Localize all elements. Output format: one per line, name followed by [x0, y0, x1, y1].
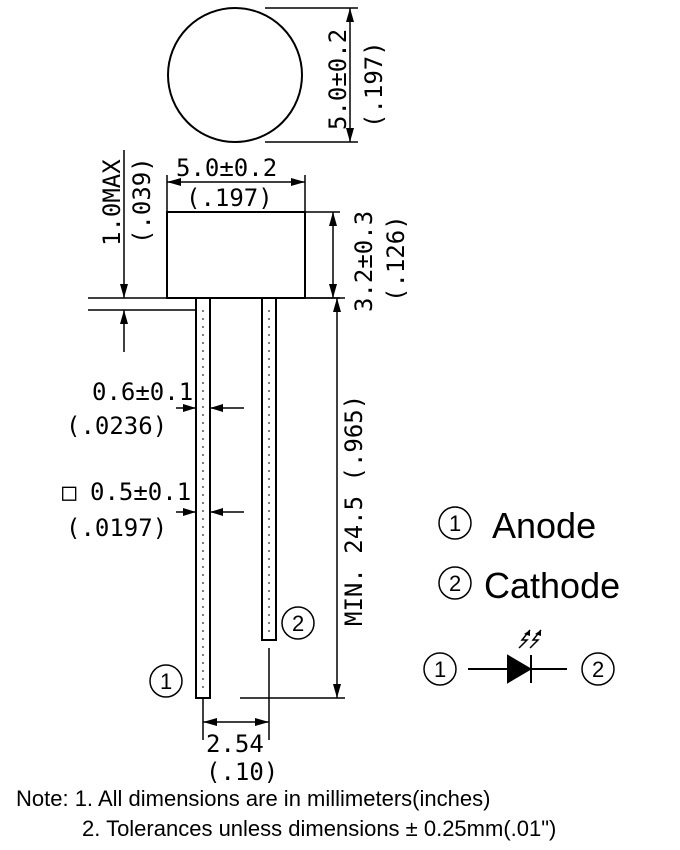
lead-sq-in: (.0197): [66, 514, 167, 542]
width-arrow-left: [167, 178, 181, 186]
lead-dia-mm: 0.6±0.1: [92, 378, 193, 406]
symbol-cathode-circle: [581, 652, 615, 686]
legend-cathode-label: Cathode: [484, 565, 620, 606]
diameter-arrow-top: [346, 8, 354, 22]
legend-cathode-circle: [438, 566, 472, 600]
height-arrow-top: [329, 212, 337, 226]
body-width-in: (.197): [186, 184, 273, 212]
pitch-in: (.10): [206, 758, 278, 786]
flange-in: (.039): [128, 157, 156, 244]
note-line-1: Note: 1. All dimensions are in millimete…: [16, 786, 490, 811]
height-arrow-bottom: [329, 284, 337, 298]
led-body: [166, 211, 306, 299]
pin2-marker-circle: [281, 606, 315, 640]
legend-anode-label: Anode: [492, 505, 596, 546]
lead-dia-arrow-left: [183, 404, 196, 412]
legend-anode-num: 1: [449, 511, 461, 536]
top-diameter-mm: 5.0±0.2: [324, 29, 352, 130]
legend-cathode-num: 2: [449, 571, 461, 596]
body-height-mm: 3.2±0.3: [350, 211, 378, 312]
legend-anode-circle: [438, 506, 472, 540]
lead-len-arrow-bottom: [333, 684, 341, 698]
lead-dia-in: (.0236): [66, 412, 167, 440]
pitch-arrow-left: [203, 718, 217, 726]
top-view-circle: [167, 7, 303, 143]
lead-sq-arrow-right: [210, 508, 223, 516]
body-width-mm: 5.0±0.2: [176, 154, 277, 182]
lead-len-arrow-top: [333, 298, 341, 312]
flange-arrow-bottom: [120, 310, 128, 324]
symbol-cathode-num: 2: [592, 657, 604, 682]
width-arrow-right: [291, 178, 305, 186]
symbol-anode-num: 1: [434, 657, 446, 682]
pitch-arrow-right: [255, 718, 269, 726]
lead-sq-arrow-left: [183, 508, 196, 516]
pin1-marker-num: 1: [160, 669, 172, 694]
lead-square-symbol: □: [62, 478, 77, 506]
lead-length: MIN. 24.5 (.965): [340, 395, 368, 626]
flange-arrow-top: [120, 284, 128, 298]
flange-mm: 1.0MAX: [98, 159, 126, 246]
note-line-2: 2. Tolerances unless dimensions ± 0.25mm…: [82, 816, 556, 841]
top-diameter-in: (.197): [360, 41, 388, 128]
body-height-in: (.126): [382, 215, 410, 302]
pitch-mm: 2.54: [206, 730, 264, 758]
led-symbol-icon: [507, 654, 532, 684]
diameter-arrow-bottom: [346, 128, 354, 142]
symbol-anode-circle: [423, 652, 457, 686]
pin1-marker-circle: [149, 664, 183, 698]
lead-cathode: [261, 297, 277, 641]
light-emission-icon: [518, 629, 542, 649]
lead-sq-mm: 0.5±0.1: [90, 478, 191, 506]
pin2-marker-num: 2: [292, 611, 304, 636]
lead-dia-arrow-right: [210, 404, 223, 412]
